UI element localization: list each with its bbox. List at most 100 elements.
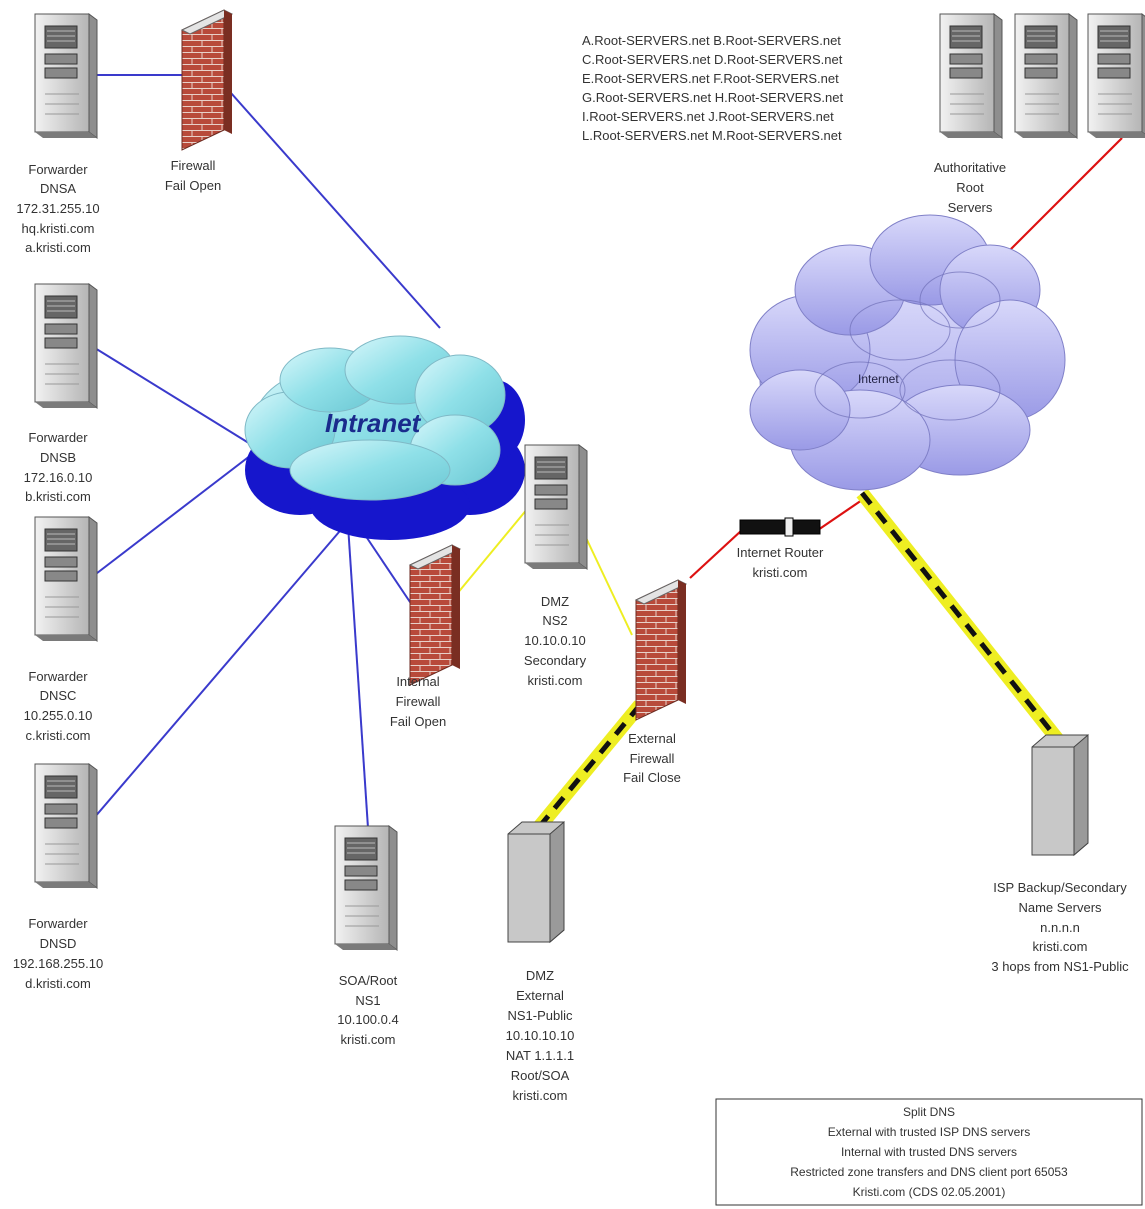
link-dnsd-intranet <box>87 524 346 826</box>
label-external-firewall: External Firewall Fail Close <box>623 731 681 785</box>
label-line: DMZ <box>526 968 554 983</box>
server-ns1-public-icon <box>507 821 565 943</box>
label-line: NS1-Public <box>507 1008 573 1023</box>
backup-links <box>529 488 1064 837</box>
label-line: DMZ <box>541 594 569 609</box>
label-line: Forwarder <box>28 669 88 684</box>
legend-line: Internal with trusted DNS servers <box>841 1145 1017 1159</box>
server-dnsb-icon <box>34 283 98 409</box>
root-server-1-icon <box>939 13 1003 139</box>
label-line: Firewall <box>630 751 675 766</box>
root-server-3-icon <box>1087 13 1145 139</box>
firewall-top-icon <box>181 9 233 151</box>
label-line: DNSA <box>40 181 76 196</box>
label-line: 192.168.255.10 <box>13 956 103 971</box>
label-isp: ISP Backup/Secondary Name Servers n.n.n.… <box>991 880 1129 974</box>
label-line: DNSB <box>40 450 76 465</box>
label-line: Firewall <box>171 158 216 173</box>
label-line: 10.10.10.10 <box>506 1028 575 1043</box>
label-line: Root/SOA <box>511 1068 570 1083</box>
intranet-links <box>85 74 441 829</box>
link-dnsb-intranet <box>89 344 253 446</box>
label-line: n.n.n.n <box>1040 920 1080 935</box>
root-list-line: L.Root-SERVERS.net M.Root-SERVERS.net <box>582 128 842 143</box>
label-ns1-public: DMZ External NS1-Public 10.10.10.10 NAT … <box>506 968 575 1103</box>
label-line: Secondary <box>524 653 587 668</box>
server-dnsa-icon <box>34 13 98 139</box>
link-ns1-intranet <box>347 524 369 829</box>
legend-line: External with trusted ISP DNS servers <box>828 1125 1031 1139</box>
legend-box: Split DNS External with trusted ISP DNS … <box>715 1098 1143 1206</box>
label-line: Servers <box>948 200 993 215</box>
server-isp-icon <box>1031 734 1089 856</box>
label-line: 10.10.0.10 <box>524 633 585 648</box>
label-line: 10.255.0.10 <box>24 708 93 723</box>
root-list-line: A.Root-SERVERS.net B.Root-SERVERS.net <box>582 33 841 48</box>
label-line: kristi.com <box>513 1088 568 1103</box>
label-line: kristi.com <box>1033 939 1088 954</box>
label-line: Fail Open <box>390 714 446 729</box>
internet-router-icon <box>739 517 821 537</box>
link-internet-isp <box>860 491 1060 742</box>
label-dnsd: Forwarder DNSD 192.168.255.10 d.kristi.c… <box>13 916 103 991</box>
label-line: 172.31.255.10 <box>16 201 99 216</box>
server-ns1-icon <box>334 825 398 951</box>
label-dnsc: Forwarder DNSC 10.255.0.10 c.kristi.com <box>24 669 93 743</box>
label-line: Authoritative <box>934 160 1006 175</box>
intranet-label: Intranet <box>325 408 422 438</box>
label-line: kristi.com <box>528 673 583 688</box>
label-line: Internal <box>396 674 439 689</box>
label-ns1: SOA/Root NS1 10.100.0.4 kristi.com <box>337 973 398 1047</box>
link-firewall-intranet <box>214 74 441 329</box>
label-line: Name Servers <box>1018 900 1102 915</box>
intranet-cloud: Intranet <box>244 335 525 540</box>
root-server-2-icon <box>1014 13 1078 139</box>
label-line: 172.16.0.10 <box>24 470 93 485</box>
label-line: kristi.com <box>753 565 808 580</box>
label-line: c.kristi.com <box>26 728 91 743</box>
label-line: ISP Backup/Secondary <box>993 880 1127 895</box>
label-internal-firewall: Internal Firewall Fail Open <box>390 674 446 729</box>
label-line: 3 hops from NS1-Public <box>991 959 1129 974</box>
label-line: 10.100.0.4 <box>337 1012 398 1027</box>
label-root-servers: Authoritative Root Servers <box>934 160 1006 215</box>
label-line: DNSD <box>40 936 77 951</box>
root-list-line: I.Root-SERVERS.net J.Root-SERVERS.net <box>582 109 834 124</box>
link-ns2-external-firewall <box>579 524 633 636</box>
label-line: Forwarder <box>28 916 88 931</box>
legend-line: Split DNS <box>903 1105 955 1119</box>
legend-line: Kristi.com (CDS 02.05.2001) <box>853 1185 1006 1199</box>
internet-cloud: Internet <box>749 214 1066 491</box>
label-line: kristi.com <box>341 1032 396 1047</box>
label-line: Fail Close <box>623 770 681 785</box>
label-line: NS2 <box>542 613 567 628</box>
label-line: d.kristi.com <box>25 976 91 991</box>
label-line: a.kristi.com <box>25 240 91 255</box>
root-server-list: A.Root-SERVERS.net B.Root-SERVERS.net C.… <box>582 33 843 143</box>
label-line: hq.kristi.com <box>22 221 95 236</box>
link-router-internet <box>817 499 863 531</box>
label-line: External <box>516 988 564 1003</box>
internet-label: Internet <box>858 372 899 386</box>
label-line: DNSC <box>40 688 77 703</box>
label-line: Forwarder <box>28 162 88 177</box>
external-firewall-icon <box>635 579 687 721</box>
label-line: External <box>628 731 676 746</box>
label-line: SOA/Root <box>339 973 398 988</box>
label-line: Root <box>956 180 984 195</box>
label-line: Forwarder <box>28 430 88 445</box>
label-ns2: DMZ NS2 10.10.0.10 Secondary kristi.com <box>524 594 587 688</box>
link-dnsc-intranet <box>87 451 256 581</box>
legend-line: Restricted zone transfers and DNS client… <box>790 1165 1068 1179</box>
label-line: b.kristi.com <box>25 489 91 504</box>
label-line: Fail Open <box>165 178 221 193</box>
internal-firewall-icon <box>409 544 461 686</box>
root-list-line: G.Root-SERVERS.net H.Root-SERVERS.net <box>582 90 843 105</box>
label-line: NS1 <box>355 993 380 1008</box>
root-list-line: E.Root-SERVERS.net F.Root-SERVERS.net <box>582 71 839 86</box>
link-ns1public-external-firewall <box>533 703 642 834</box>
server-ns2-icon <box>524 444 588 570</box>
server-dnsc-icon <box>34 516 98 642</box>
label-line: NAT 1.1.1.1 <box>506 1048 574 1063</box>
label-dnsa: Forwarder DNSA 172.31.255.10 hq.kristi.c… <box>16 162 99 255</box>
